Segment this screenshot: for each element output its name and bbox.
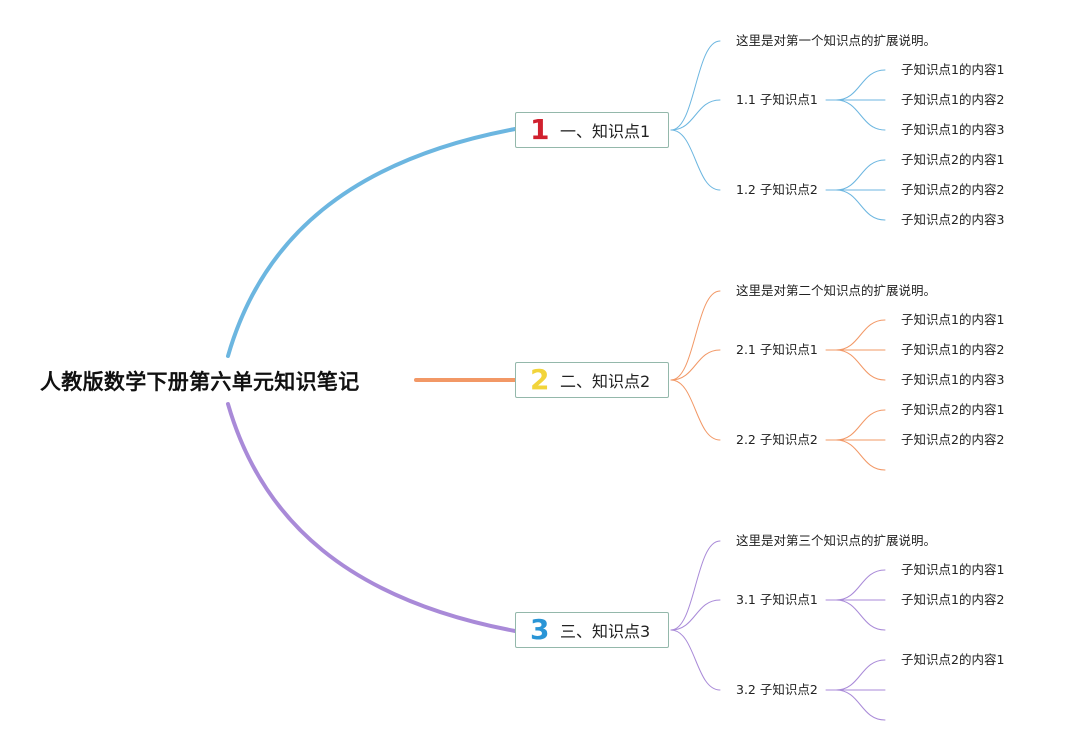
leaf-3-1-1[interactable]: 子知识点1的内容1: [901, 562, 1005, 577]
sub-connector-1-2: [670, 129, 721, 191]
root-connector-3: [226, 402, 517, 633]
note-connector-1: [670, 40, 721, 131]
branch-number-icon: 2: [530, 363, 550, 396]
leaf-connector-1-2-1: [835, 159, 886, 191]
leaf-connector-2-2-3: [835, 439, 886, 471]
sub-connector-2-2: [670, 379, 721, 441]
sub-topic-1-2[interactable]: 1.2 子知识点2: [736, 182, 818, 197]
branch-note-2[interactable]: 这里是对第二个知识点的扩展说明。: [736, 283, 937, 298]
sub-connector-2-1: [670, 349, 721, 381]
leaf-2-1-3[interactable]: 子知识点1的内容3: [901, 372, 1005, 387]
branch-number-icon: 3: [530, 613, 550, 646]
leaf-1-1-3[interactable]: 子知识点1的内容3: [901, 122, 1005, 137]
leaf-connector-2-2-1: [835, 409, 886, 441]
sub-topic-2-1[interactable]: 2.1 子知识点1: [736, 342, 818, 357]
note-connector-2: [670, 290, 721, 381]
leaf-connector-1-2-3: [835, 189, 886, 221]
sub-topic-2-2[interactable]: 2.2 子知识点2: [736, 432, 818, 447]
branch-note-3[interactable]: 这里是对第三个知识点的扩展说明。: [736, 533, 937, 548]
leaf-3-2-1[interactable]: 子知识点2的内容1: [901, 652, 1005, 667]
leaf-connector-2-1-3: [835, 349, 886, 381]
branch-number-icon: 1: [530, 113, 550, 146]
leaf-3-1-2[interactable]: 子知识点1的内容2: [901, 592, 1005, 607]
leaf-1-1-2[interactable]: 子知识点1的内容2: [901, 92, 1005, 107]
leaf-1-2-3[interactable]: 子知识点2的内容3: [901, 212, 1005, 227]
leaf-connector-3-2-3: [835, 689, 886, 721]
sub-connector-1-1: [670, 99, 721, 131]
root-connector-1: [226, 127, 517, 358]
leaf-1-1-1[interactable]: 子知识点1的内容1: [901, 62, 1005, 77]
leaf-2-1-1[interactable]: 子知识点1的内容1: [901, 312, 1005, 327]
leaf-2-1-2[interactable]: 子知识点1的内容2: [901, 342, 1005, 357]
leaf-connector-1-1-1: [835, 69, 886, 101]
sub-topic-1-1[interactable]: 1.1 子知识点1: [736, 92, 818, 107]
sub-connector-3-1: [670, 599, 721, 631]
leaf-connector-3-1-3: [835, 599, 886, 631]
leaf-2-2-2[interactable]: 子知识点2的内容2: [901, 432, 1005, 447]
leaf-connector-1-1-3: [835, 99, 886, 131]
leaf-1-2-1[interactable]: 子知识点2的内容1: [901, 152, 1005, 167]
branch-label: 三、知识点3: [560, 622, 651, 641]
branch-topic-3[interactable]: 3 三、知识点3: [515, 612, 669, 648]
note-connector-3: [670, 540, 721, 631]
leaf-connector-3-1-1: [835, 569, 886, 601]
leaf-connector-2-1-1: [835, 319, 886, 351]
sub-topic-3-1[interactable]: 3.1 子知识点1: [736, 592, 818, 607]
root-topic[interactable]: 人教版数学下册第六单元知识笔记: [40, 370, 360, 394]
leaf-connector-3-2-1: [835, 659, 886, 691]
leaf-2-2-1[interactable]: 子知识点2的内容1: [901, 402, 1005, 417]
branch-label: 二、知识点2: [560, 372, 651, 391]
branch-note-1[interactable]: 这里是对第一个知识点的扩展说明。: [736, 33, 937, 48]
branch-topic-2[interactable]: 2 二、知识点2: [515, 362, 669, 398]
sub-connector-3-2: [670, 629, 721, 691]
sub-topic-3-2[interactable]: 3.2 子知识点2: [736, 682, 818, 697]
branch-label: 一、知识点1: [560, 122, 651, 141]
leaf-1-2-2[interactable]: 子知识点2的内容2: [901, 182, 1005, 197]
branch-topic-1[interactable]: 1 一、知识点1: [515, 112, 669, 148]
